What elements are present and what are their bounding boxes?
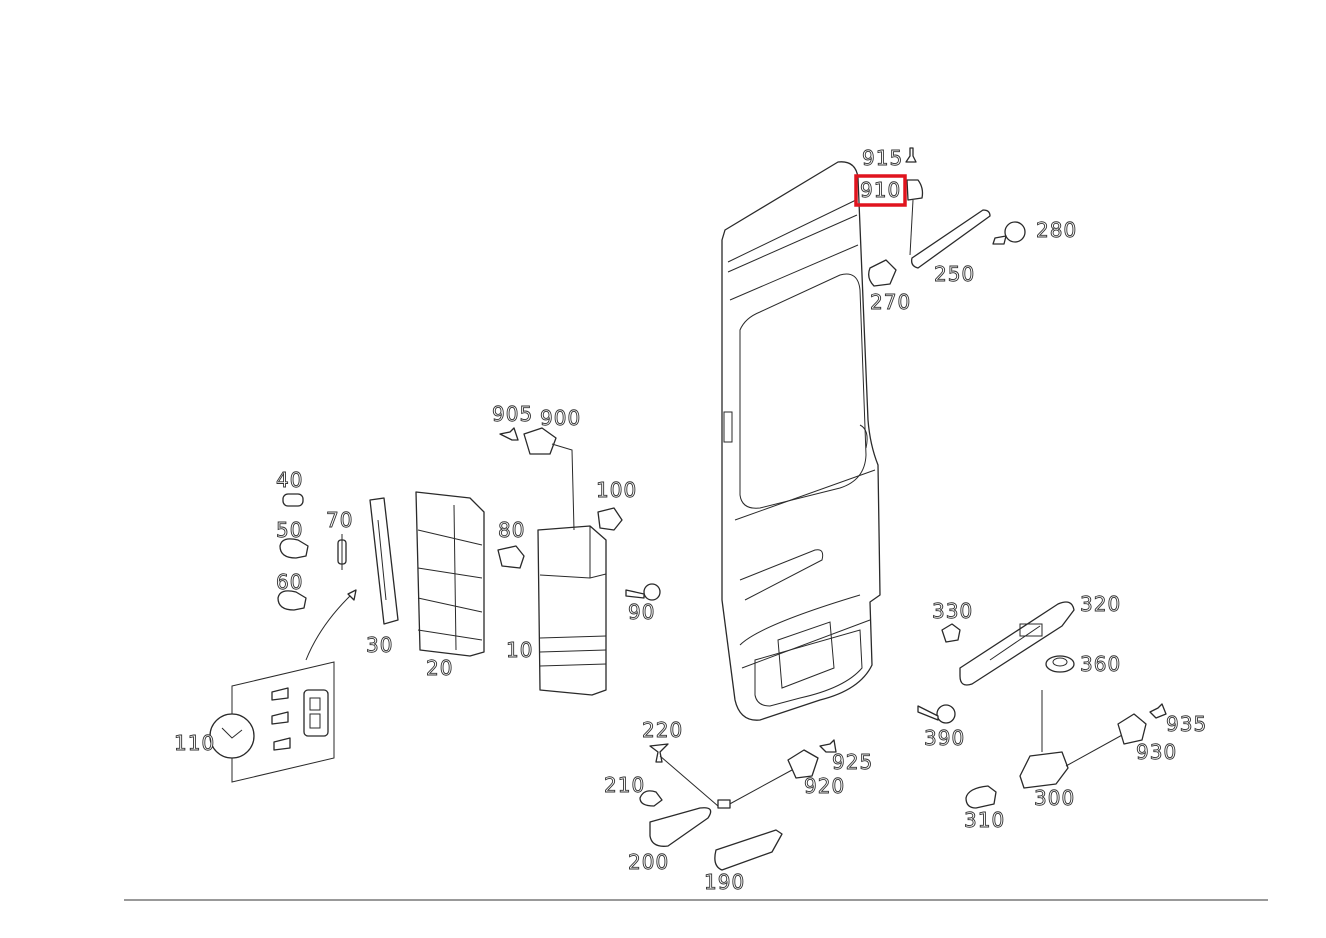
part-220-pin xyxy=(649,743,719,807)
part-30-bulb-holder xyxy=(369,497,399,625)
label-40[interactable]: 40 xyxy=(276,468,303,493)
label-70[interactable]: 70 xyxy=(326,508,353,533)
label-330[interactable]: 330 xyxy=(932,599,973,624)
label-270[interactable]: 270 xyxy=(870,290,911,315)
label-300[interactable]: 300 xyxy=(1034,786,1075,811)
part-930-connector xyxy=(1117,713,1147,745)
rear-door xyxy=(721,161,881,721)
label-200[interactable]: 200 xyxy=(628,850,669,875)
part-10-lamp-housing xyxy=(537,525,607,696)
part-900-connector xyxy=(523,427,575,531)
label-210[interactable]: 210 xyxy=(604,773,645,798)
part-910-connector xyxy=(906,179,924,256)
label-100[interactable]: 100 xyxy=(596,478,637,503)
part-905-pin xyxy=(499,427,519,441)
part-110-tool-set xyxy=(209,589,357,783)
part-320-handle xyxy=(959,601,1075,686)
label-190[interactable]: 190 xyxy=(704,870,745,895)
label-280[interactable]: 280 xyxy=(1036,218,1077,243)
label-360[interactable]: 360 xyxy=(1080,652,1121,677)
label-90[interactable]: 90 xyxy=(628,600,655,625)
label-310[interactable]: 310 xyxy=(964,808,1005,833)
part-935-pin xyxy=(1149,703,1167,719)
part-300-lamp xyxy=(1019,690,1125,789)
part-330-nut xyxy=(941,623,961,643)
label-320[interactable]: 320 xyxy=(1080,592,1121,617)
label-30[interactable]: 30 xyxy=(366,633,393,658)
part-190-lens xyxy=(714,829,783,871)
part-390-screw xyxy=(917,704,956,724)
label-60[interactable]: 60 xyxy=(276,570,303,595)
part-270-clip xyxy=(868,259,897,287)
label-390[interactable]: 390 xyxy=(924,726,965,751)
label-110[interactable]: 110 xyxy=(174,731,215,756)
label-900[interactable]: 900 xyxy=(540,406,581,431)
label-250[interactable]: 250 xyxy=(934,262,975,287)
part-360-grommet xyxy=(1045,655,1075,673)
highlight-box-910 xyxy=(854,174,907,207)
part-250-bar xyxy=(910,209,991,269)
label-935[interactable]: 935 xyxy=(1166,712,1207,737)
part-915 xyxy=(905,147,917,163)
part-70-fuse-bulb xyxy=(337,534,347,570)
label-10[interactable]: 10 xyxy=(506,638,533,663)
part-40-bulb xyxy=(282,493,304,507)
label-930[interactable]: 930 xyxy=(1136,740,1177,765)
part-20-lamp-lens xyxy=(415,491,485,657)
label-20[interactable]: 20 xyxy=(426,656,453,681)
label-915[interactable]: 915 xyxy=(862,146,903,171)
label-220[interactable]: 220 xyxy=(642,718,683,743)
part-280-screw xyxy=(992,221,1026,245)
part-60-bulb xyxy=(277,590,307,611)
part-920-connector xyxy=(717,749,819,809)
part-50-bulb xyxy=(279,538,309,559)
part-310-bulb xyxy=(965,785,997,809)
label-910[interactable]: 910 xyxy=(860,178,901,203)
part-210-bulb xyxy=(639,790,663,807)
part-80-connector xyxy=(497,545,525,569)
part-925-pin xyxy=(819,739,837,753)
label-920[interactable]: 920 xyxy=(804,774,845,799)
label-925[interactable]: 925 xyxy=(832,750,873,775)
part-100-nut xyxy=(597,507,623,531)
part-200-lamp xyxy=(649,807,712,847)
part-90-screw xyxy=(625,583,661,601)
label-905[interactable]: 905 xyxy=(492,402,533,427)
label-80[interactable]: 80 xyxy=(498,518,525,543)
label-50[interactable]: 50 xyxy=(276,518,303,543)
